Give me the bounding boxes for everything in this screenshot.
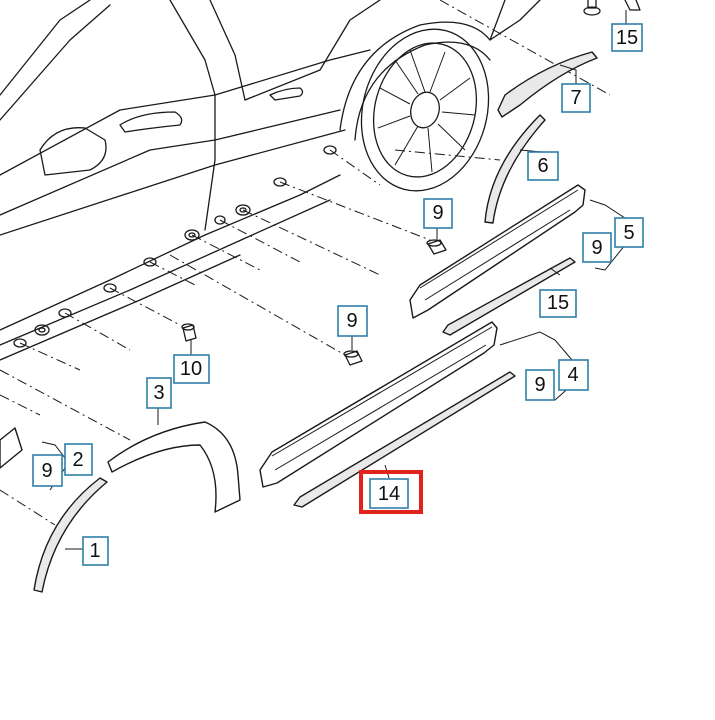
callout-4-text: 4 bbox=[567, 364, 578, 386]
callout-9-right-lower-text: 9 bbox=[534, 374, 545, 396]
callout-6-text: 6 bbox=[537, 155, 548, 177]
callout-4: 4 bbox=[558, 359, 589, 391]
callout-9-upper-text: 9 bbox=[432, 202, 443, 224]
car-body-outline bbox=[0, 0, 541, 361]
callout-15: 15 bbox=[539, 289, 577, 318]
callout-9-right-upper: 9 bbox=[582, 232, 612, 263]
mounting-holes bbox=[13, 145, 337, 348]
callout-7: 7 bbox=[561, 83, 591, 113]
callout-5: 5 bbox=[614, 217, 644, 248]
callout-9-left-text: 9 bbox=[41, 460, 52, 482]
part-7-arch-trim bbox=[497, 51, 598, 118]
rear-wheel bbox=[360, 28, 490, 192]
callout-9-upper: 9 bbox=[423, 198, 453, 229]
callout-14-highlight bbox=[359, 470, 423, 514]
callout-9-right-lower: 9 bbox=[525, 369, 555, 401]
assembly-lines bbox=[0, 0, 611, 526]
callout-14: 14 bbox=[359, 470, 423, 514]
part-5-rear-moulding bbox=[409, 184, 586, 319]
callout-9-left: 9 bbox=[32, 454, 63, 487]
callout-14-text: 14 bbox=[378, 483, 400, 505]
callout-9-right-upper-text: 9 bbox=[591, 237, 602, 259]
callout-12-text: 15 bbox=[616, 27, 638, 49]
callout-5-text: 5 bbox=[623, 222, 634, 244]
callout-10: 10 bbox=[173, 354, 210, 384]
part-14-strip bbox=[293, 371, 516, 508]
callout-1-text: 1 bbox=[89, 540, 100, 562]
part-10-clip bbox=[181, 323, 197, 342]
callout-6: 6 bbox=[527, 151, 559, 181]
part-15-strip bbox=[442, 257, 576, 336]
part-6-curved-trim bbox=[484, 114, 546, 224]
bumper-fragment bbox=[0, 427, 23, 469]
callout-3-text: 3 bbox=[153, 382, 164, 404]
part-12-screws bbox=[583, 0, 641, 16]
callout-9-middle-text: 9 bbox=[346, 310, 357, 332]
callout-2-text: 2 bbox=[72, 449, 83, 471]
callout-2: 2 bbox=[64, 443, 93, 476]
callout-1: 1 bbox=[82, 536, 109, 566]
part-3-wheel-arch bbox=[107, 421, 241, 513]
part-1-arch-trim bbox=[33, 477, 108, 593]
part-4-front-moulding bbox=[259, 321, 498, 488]
callout-3: 3 bbox=[146, 377, 172, 409]
part-9-clips bbox=[343, 239, 447, 366]
callout-9-middle: 9 bbox=[337, 305, 368, 337]
callout-7-text: 7 bbox=[570, 87, 581, 109]
callout-10-text: 10 bbox=[180, 358, 202, 380]
callout-15-text: 15 bbox=[547, 292, 569, 314]
callout-12: 15 bbox=[611, 23, 643, 52]
